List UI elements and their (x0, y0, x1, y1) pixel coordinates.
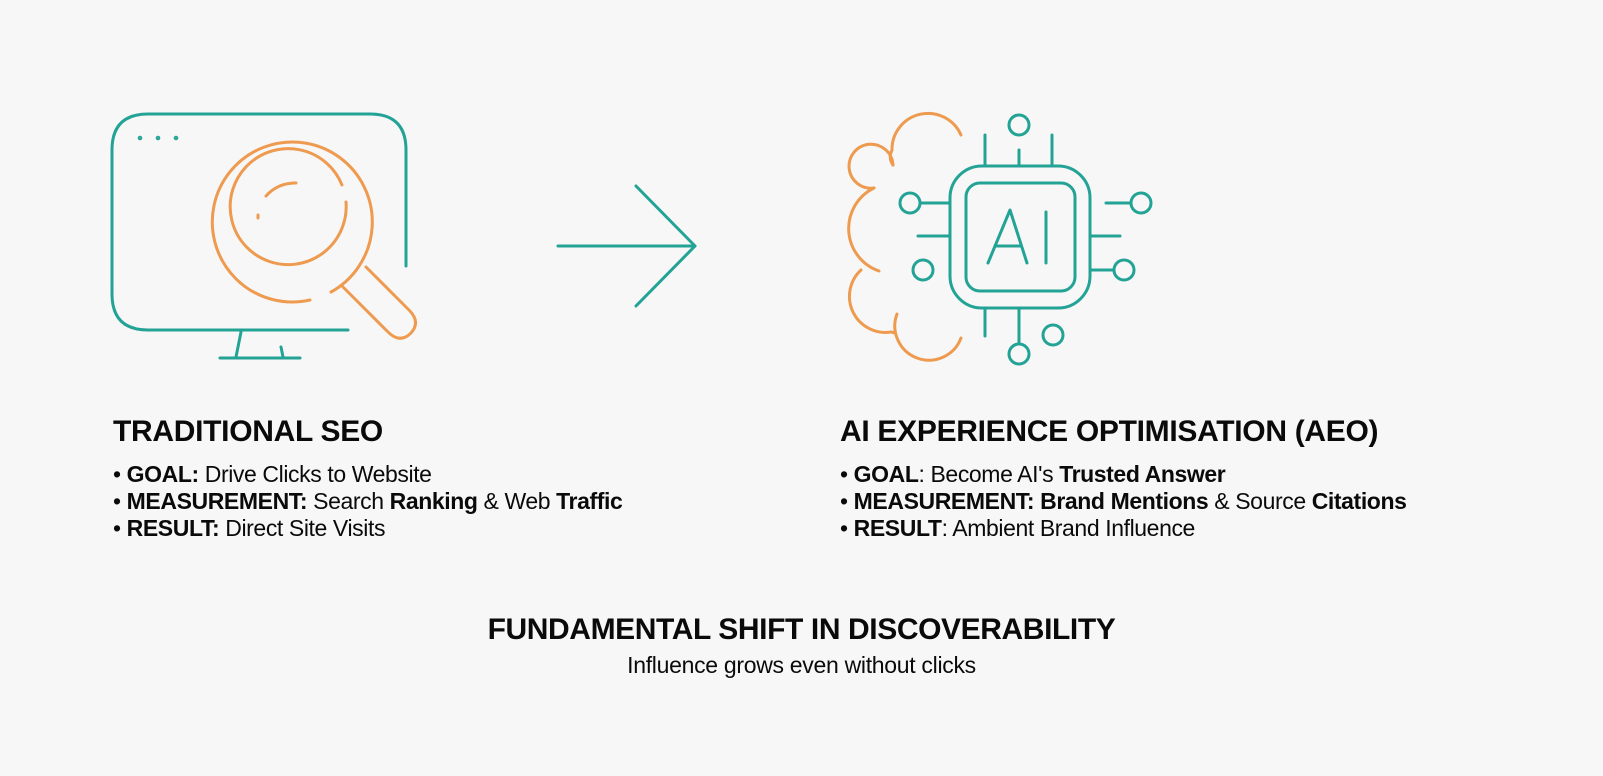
list-item-result: • RESULT: Direct Site Visits (113, 515, 622, 542)
value-text: Drive Clicks to Website (198, 461, 432, 487)
section-title: AI EXPERIENCE OPTIMISATION (AEO) (840, 415, 1379, 448)
monitor-icon (110, 112, 408, 360)
magnifier-icon (210, 140, 417, 340)
label-goal: GOAL: (126, 461, 200, 487)
aeo-section: AI EXPERIENCE OPTIMISATION (AEO) • GOAL:… (840, 417, 1407, 542)
section-title: TRADITIONAL SEO (113, 415, 383, 448)
value-emphasis: Citations (1311, 488, 1407, 514)
traditional-seo-section: TRADITIONAL SEO • GOAL: Drive Clicks to … (113, 415, 623, 542)
label-goal: GOAL (853, 461, 919, 487)
bullet-dot: • (113, 515, 121, 541)
label-measurement: MEASUREMENT: (126, 488, 308, 514)
bullet-list: • GOAL: Become AI's Trusted Answer • MEA… (840, 461, 1407, 542)
footer-subtitle: Influence grows even without clicks (627, 652, 976, 678)
value-text: Search (307, 488, 390, 514)
label-measurement: MEASUREMENT: Brand Mentions (853, 488, 1209, 514)
value-emphasis: Traffic (556, 488, 623, 514)
list-item-goal: • GOAL: Drive Clicks to Website (113, 461, 622, 488)
value-text: Direct Site Visits (219, 515, 386, 541)
bullet-dot: • (113, 461, 121, 487)
value-text: : Become AI's (918, 461, 1060, 487)
arrow-right-icon (555, 184, 697, 309)
list-item-measurement: • MEASUREMENT: Brand Mentions & Source C… (840, 488, 1407, 515)
bullet-dot: • (840, 515, 848, 541)
list-item-measurement: • MEASUREMENT: Search Ranking & Web Traf… (113, 488, 623, 515)
label-result: RESULT: (126, 515, 220, 541)
brain-icon (847, 111, 963, 362)
value-text: : Ambient Brand Influence (941, 515, 1196, 541)
bullet-list: • GOAL: Drive Clicks to Website • MEASUR… (113, 461, 623, 542)
list-item-result: • RESULT: Ambient Brand Influence (840, 515, 1407, 542)
value-emphasis: Trusted Answer (1059, 461, 1226, 487)
value-text: & Web (477, 488, 557, 514)
value-text: & Source (1208, 488, 1312, 514)
list-item-goal: • GOAL: Become AI's Trusted Answer (840, 461, 1407, 488)
footer-title: FUNDAMENTAL SHIFT IN DISCOVERABILITY (487, 613, 1116, 646)
chip-icon (898, 113, 1153, 366)
bullet-dot: • (840, 488, 848, 514)
bullet-dot: • (113, 488, 121, 514)
label-result: RESULT (853, 515, 942, 541)
value-emphasis: Ranking (389, 488, 478, 514)
bullet-dot: • (840, 461, 848, 487)
